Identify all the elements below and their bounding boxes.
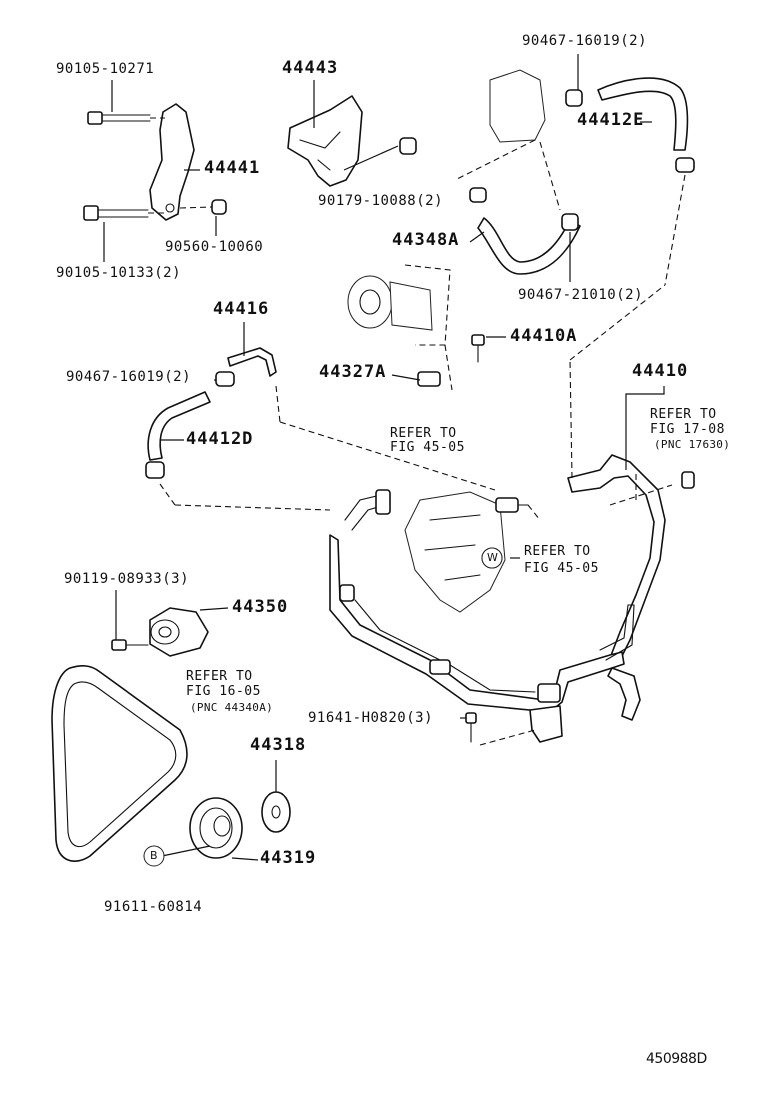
spacer-44318 — [261, 791, 291, 833]
bracket-44441 — [149, 103, 195, 221]
label-90179-10088: 90179-10088(2) — [318, 193, 444, 209]
label-44443: 44443 — [282, 58, 339, 78]
marker-w-circle — [481, 547, 503, 569]
label-90560-10060: 90560-10060 — [165, 239, 264, 255]
idler-pulley-44350 — [149, 607, 209, 657]
refer-note-17-08-line1: REFER TO — [650, 407, 717, 422]
bolt-90105-10271 — [87, 111, 165, 125]
label-44318: 44318 — [250, 735, 307, 755]
hose-44412d — [145, 391, 331, 511]
refer-note-45-05-a-line1: REFER TO — [390, 426, 457, 441]
bolt-44410a — [471, 334, 485, 363]
label-44416: 44416 — [213, 299, 270, 319]
label-91641-h0820: 91641-H0820(3) — [308, 710, 434, 726]
bracket-44443 — [287, 95, 363, 187]
crank-pulley-44319 — [189, 797, 243, 859]
label-44410: 44410 — [632, 361, 689, 381]
label-44412e: 44412E — [577, 110, 645, 130]
marker-b-letter: B — [150, 849, 158, 862]
refer-note-16-05-line1: REFER TO — [186, 669, 253, 684]
leader-lines — [103, 54, 665, 861]
hose-assembly-44410 — [567, 284, 695, 661]
figure-id: 450988D — [646, 1051, 707, 1067]
bolt-90119-08933 — [111, 639, 149, 651]
clamp-44327a — [417, 371, 441, 387]
label-44327a: 44327A — [319, 362, 387, 382]
collar-90560-10060 — [179, 199, 227, 215]
bolt-91641-h0820 — [465, 712, 536, 746]
pressure-tubes — [329, 489, 641, 743]
label-44412d: 44412D — [186, 429, 254, 449]
refer-note-17-08-line2: FIG 17-08 — [650, 422, 725, 437]
refer-note-45-05-b-line2: FIG 45-05 — [524, 561, 599, 576]
label-90105-10133: 90105-10133(2) — [56, 265, 182, 281]
nut-90179-10088 — [399, 137, 417, 155]
label-44350: 44350 — [232, 597, 289, 617]
reservoir-tank — [454, 69, 561, 211]
label-44319: 44319 — [260, 848, 317, 868]
label-90467-16019-left: 90467-16019(2) — [66, 369, 192, 385]
label-44410a: 44410A — [510, 326, 578, 346]
label-90105-10271: 90105-10271 — [56, 61, 155, 77]
steering-gear-housing — [404, 491, 541, 613]
label-44441: 44441 — [204, 158, 261, 178]
marker-w-letter: W — [487, 551, 498, 564]
refer-note-17-08-line3: (PNC 17630) — [654, 438, 731, 451]
power-steering-pump — [347, 264, 453, 391]
refer-note-16-05-line2: FIG 16-05 — [186, 684, 261, 699]
bolt-90105-10133 — [83, 205, 168, 221]
refer-note-45-05-a-line2: FIG 45-05 — [390, 440, 465, 455]
label-90467-21010: 90467-21010(2) — [518, 287, 644, 303]
tube-44416 — [215, 347, 496, 491]
marker-b-circle — [143, 845, 165, 867]
refer-note-45-05-b-line1: REFER TO — [524, 544, 591, 559]
label-44348a: 44348A — [392, 230, 460, 250]
v-belt — [51, 665, 188, 862]
hose-44348a — [469, 187, 581, 275]
label-90467-16019-top: 90467-16019(2) — [522, 33, 648, 49]
label-90119-08933: 90119-08933(3) — [64, 571, 190, 587]
hose-44412e — [565, 77, 695, 286]
refer-note-16-05-line3: (PNC 44340A) — [190, 701, 274, 714]
label-91611-60814: 91611-60814 — [104, 899, 203, 915]
